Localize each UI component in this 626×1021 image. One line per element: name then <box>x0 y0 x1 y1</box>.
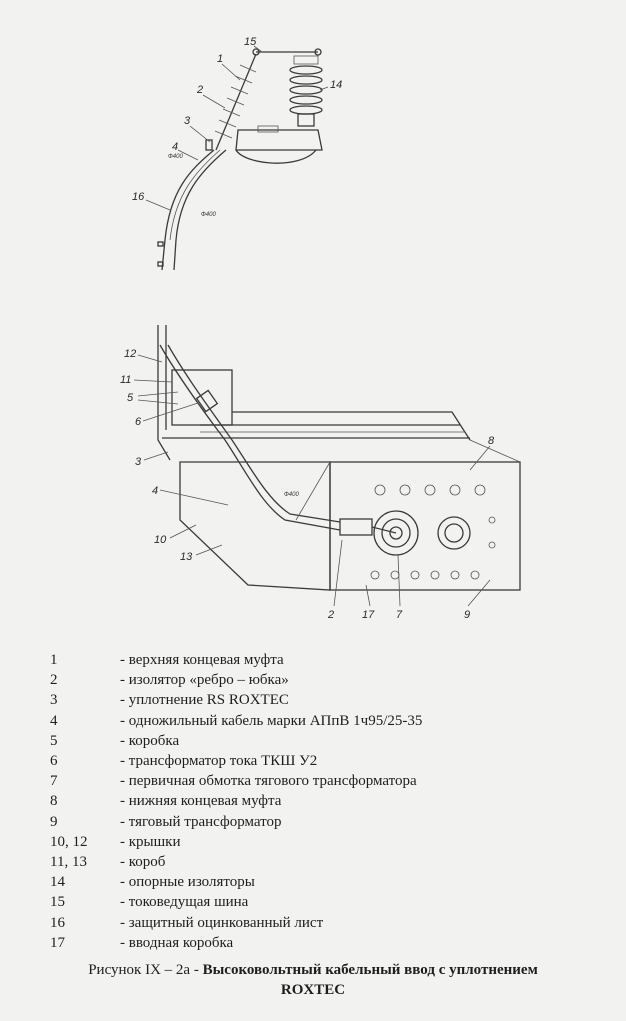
dim-mark-1: Ф400 <box>168 154 183 160</box>
legend-text: - нижняя концевая муфта <box>120 793 282 810</box>
label-2: 2 <box>196 84 203 96</box>
label-2b: 2 <box>327 609 334 621</box>
top-leaders <box>145 45 329 211</box>
bottom-assembly <box>157 325 521 591</box>
label-11: 11 <box>120 374 131 386</box>
label-9: 9 <box>464 609 470 621</box>
label-12: 12 <box>124 348 136 360</box>
top-assembly <box>157 48 323 271</box>
legend-item: 6 - трансформатор тока ТКШ У2 <box>50 751 590 771</box>
legend-text: - опорные изоляторы <box>120 874 255 891</box>
technical-drawing: 1 2 3 4 15 14 16 Ф400 Ф400 <box>120 36 521 621</box>
legend-text: - тяговый трансформатор <box>120 813 282 830</box>
legend-number: 10, 12 <box>50 833 88 850</box>
label-5: 5 <box>127 392 134 404</box>
label-10: 10 <box>154 534 167 546</box>
legend-item: 7 - первичная обмотка тягового трансформа… <box>50 771 590 791</box>
legend-text: - вводная коробка <box>120 934 234 951</box>
legend-item: 11, 13 - короб <box>50 852 590 872</box>
legend-item: 16 - защитный оцинкованный лист <box>50 913 590 933</box>
label-4b: 4 <box>152 485 158 497</box>
support-insulator <box>289 55 323 127</box>
legend-item: 4 - одножильный кабель марки АПпВ 1ч95/25… <box>50 711 590 731</box>
legend-text: - крышки <box>120 833 181 850</box>
legend-text: - изолятор «ребро – юбка» <box>120 672 289 689</box>
legend-text: - верхняя концевая муфта <box>120 652 284 668</box>
legend-number: 3 <box>50 692 58 709</box>
caption-line-2: ROXTEC <box>280 982 346 998</box>
legend-item: 5 - коробка <box>50 731 590 751</box>
bottom-leaders <box>133 354 491 607</box>
legend-item: 9 - тяговый трансформатор <box>50 812 590 832</box>
legend-number: 16 <box>50 914 65 931</box>
label-1: 1 <box>217 53 223 65</box>
caption-line-1: Рисунок IX – 2а - Высоковольтный кабельн… <box>0 960 626 980</box>
label-8: 8 <box>488 435 495 447</box>
legend-number: 8 <box>50 793 58 810</box>
legend-text: - токоведущая шина <box>120 894 249 911</box>
label-6: 6 <box>135 416 142 428</box>
legend-number: 11, 13 <box>50 854 87 871</box>
label-16: 16 <box>132 191 145 203</box>
legend-item: 17 - вводная коробка <box>50 933 590 953</box>
caption-prefix: Рисунок IX – 2а - <box>88 962 203 978</box>
legend-item: 8 - нижняя концевая муфта <box>50 791 590 811</box>
legend-item: 2 - изолятор «ребро – юбка» <box>50 670 590 690</box>
legend-number: 15 <box>50 894 65 911</box>
legend-number: 14 <box>50 874 65 891</box>
dim-mark-3: Ф400 <box>284 492 299 498</box>
legend-item: 14 - опорные изоляторы <box>50 872 590 892</box>
legend-item: 3 - уплотнение RS ROXTEC <box>50 690 590 710</box>
legend-number: 7 <box>50 773 58 790</box>
figure-caption: Рисунок IX – 2а - Высоковольтный кабельн… <box>0 960 626 1000</box>
legend-text: - одножильный кабель марки АПпВ 1ч95/25-… <box>120 712 423 729</box>
legend-text: - защитный оцинкованный лист <box>120 914 324 931</box>
legend-text: - коробка <box>120 732 180 749</box>
label-17: 17 <box>362 609 375 621</box>
legend-item: 1 - верхняя концевая муфта <box>50 650 590 670</box>
legend-number: 4 <box>50 712 58 729</box>
label-7: 7 <box>396 609 403 621</box>
label-15: 15 <box>244 36 257 48</box>
legend-number: 9 <box>50 813 58 830</box>
dim-mark-2: Ф400 <box>201 212 216 218</box>
legend-number: 5 <box>50 732 58 749</box>
rib-skirt-insulator <box>214 53 257 151</box>
label-3b: 3 <box>135 456 142 468</box>
legend-number: 1 <box>50 652 58 668</box>
label-14: 14 <box>330 79 342 91</box>
legend-item: 15 - токоведущая шина <box>50 892 590 912</box>
label-4: 4 <box>172 141 178 153</box>
label-13: 13 <box>180 551 193 563</box>
legend-number: 6 <box>50 753 58 770</box>
label-3: 3 <box>184 115 191 127</box>
legend-item: 10, 12 - крышки <box>50 832 590 852</box>
legend-text: - короб <box>120 854 166 871</box>
legend: 1 - верхняя концевая муфта 2 - изолятор «ре… <box>50 650 590 953</box>
legend-number: 17 <box>50 934 65 951</box>
legend-text: - уплотнение RS ROXTEC <box>120 692 289 709</box>
legend-number: 2 <box>50 672 58 689</box>
legend-text: - трансформатор тока ТКШ У2 <box>120 753 318 770</box>
caption-title: Высоковольтный кабельный ввод с уплотнен… <box>202 962 538 978</box>
legend-text: - первичная обмотка тягового трансформат… <box>120 773 417 790</box>
